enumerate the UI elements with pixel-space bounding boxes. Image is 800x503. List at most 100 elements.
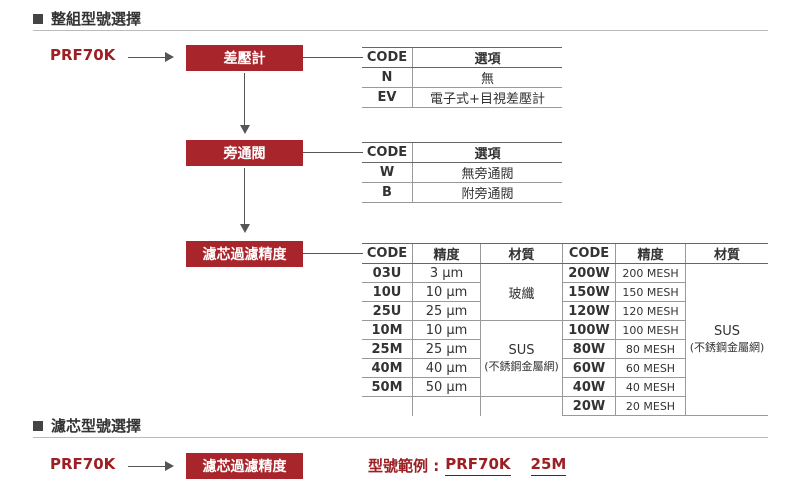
connector-line — [303, 152, 363, 153]
bullet-square-icon — [33, 13, 43, 24]
table-cell: W — [362, 162, 413, 183]
table-row: 20W 20 MESH — [362, 396, 768, 416]
table-header: 選項 — [412, 142, 562, 163]
material-glass-cell: 玻纖 — [480, 263, 563, 321]
material-sublabel: (不銹鋼金屬網) — [484, 360, 559, 373]
example-spacer — [517, 455, 525, 476]
table-cell: 25 μm — [412, 339, 481, 359]
arrow-down-icon — [240, 125, 250, 134]
section-title-text: 整組型號選擇 — [51, 10, 142, 28]
section-divider — [33, 437, 768, 438]
table-cell: 03U — [362, 263, 413, 283]
table-row: 25M 25 μm 80W 80 MESH — [362, 339, 768, 359]
model-label: PRF70K — [50, 46, 116, 64]
table-header: 材質 — [685, 243, 768, 264]
table-cell: 附旁通閥 — [412, 182, 562, 203]
table-header: 精度 — [615, 243, 686, 264]
table-cell: EV — [362, 87, 413, 108]
gauge-code-table: CODE 選項 N 無 EV 電子式+目視差壓計 — [362, 47, 562, 108]
section-divider — [33, 30, 768, 31]
example-code: 25M — [530, 455, 567, 476]
step-gauge-box: 差壓計 — [186, 45, 303, 71]
material-sus-left-cell: SUS (不銹鋼金屬網) — [480, 320, 563, 397]
material-sublabel: (不銹鋼金屬網) — [689, 341, 765, 354]
table-row: B 附旁通閥 — [362, 182, 562, 203]
table-header: CODE — [362, 47, 413, 68]
section-title-assembly: 整組型號選擇 — [33, 8, 141, 29]
table-cell: 3 μm — [412, 263, 481, 283]
table-cell: 25U — [362, 301, 413, 321]
arrow-line — [128, 57, 166, 58]
table-cell: 120 MESH — [615, 301, 686, 321]
table-row: N 無 — [362, 67, 562, 88]
table-row: W 無旁通閥 — [362, 162, 562, 183]
table-cell: 20 MESH — [615, 396, 686, 416]
table-header: 選項 — [412, 47, 562, 68]
arrow-line — [244, 168, 245, 226]
table-cell: 50 μm — [412, 377, 481, 397]
arrow-line — [128, 466, 166, 467]
table-cell: 10U — [362, 282, 413, 302]
table-row: 10M 10 μm SUS (不銹鋼金屬網) 100W 100 MESH — [362, 320, 768, 397]
bypass-code-table: CODE 選項 W 無旁通閥 B 附旁通閥 — [362, 142, 562, 203]
model-label: PRF70K — [50, 455, 116, 473]
example-model: PRF70K — [445, 455, 511, 476]
material-label: SUS — [713, 324, 741, 339]
table-cell: 25 μm — [412, 301, 481, 321]
arrow-right-icon — [165, 52, 174, 62]
table-row: 10U 10 μm 150W 150 MESH — [362, 282, 768, 302]
table-cell — [412, 396, 481, 416]
material-sus-right-cell: SUS (不銹鋼金屬網) — [685, 263, 768, 416]
table-cell: 10M — [362, 320, 413, 340]
table-header: 精度 — [412, 243, 481, 264]
connector-line — [303, 57, 363, 58]
table-cell: 10 μm — [412, 282, 481, 302]
table-cell: 150 MESH — [615, 282, 686, 302]
table-cell: 10 μm — [412, 320, 481, 340]
table-cell: 25M — [362, 339, 413, 359]
material-label: SUS — [508, 343, 535, 358]
table-row: 40M 40 μm 60W 60 MESH — [362, 358, 768, 378]
table-cell — [362, 397, 413, 416]
table-header: 材質 — [480, 243, 563, 264]
bullet-square-icon — [33, 420, 43, 431]
section-title-text: 濾芯型號選擇 — [51, 417, 142, 435]
table-cell: N — [362, 67, 413, 88]
table-cell: 150W — [562, 282, 616, 302]
arrow-line — [244, 73, 245, 127]
table-cell: B — [362, 182, 413, 203]
table-cell: 40 μm — [412, 358, 481, 378]
table-header: CODE — [362, 243, 413, 264]
table-cell: 50M — [362, 377, 413, 397]
step-filter-box: 濾芯過濾精度 — [186, 453, 303, 479]
table-header: CODE — [562, 243, 616, 264]
filter-grade-table: CODE 精度 材質 CODE 精度 材質 03U 3 μm 玻纖 200W 2… — [362, 243, 768, 416]
arrow-down-icon — [240, 224, 250, 233]
step-filter-box: 濾芯過濾精度 — [186, 241, 303, 267]
table-cell: 40W — [562, 377, 616, 397]
table-cell: 200 MESH — [615, 263, 686, 283]
table-cell: 60 MESH — [615, 358, 686, 378]
table-row: 03U 3 μm 玻纖 200W 200 MESH SUS (不銹鋼金屬網) — [362, 263, 768, 416]
table-header: CODE — [362, 142, 413, 163]
section-title-element: 濾芯型號選擇 — [33, 415, 141, 436]
table-cell: 120W — [562, 301, 616, 321]
arrow-right-icon — [165, 461, 174, 471]
table-cell: 200W — [562, 263, 616, 283]
table-cell: 100W — [562, 320, 616, 340]
table-cell: 40M — [362, 358, 413, 378]
table-row: 25U 25 μm 120W 120 MESH — [362, 301, 768, 321]
table-cell: 60W — [562, 358, 616, 378]
table-cell: 100 MESH — [615, 320, 686, 340]
table-cell: 20W — [562, 396, 616, 416]
table-cell: 無 — [412, 67, 562, 88]
connector-line — [303, 253, 363, 254]
step-bypass-box: 旁通閥 — [186, 140, 303, 166]
table-cell: 80W — [562, 339, 616, 359]
table-cell: 40 MESH — [615, 377, 686, 397]
example-label: 型號範例 : — [368, 457, 440, 475]
table-cell: 無旁通閥 — [412, 162, 562, 183]
model-example: 型號範例 : PRF70K 25M — [368, 455, 567, 476]
table-cell: 80 MESH — [615, 339, 686, 359]
table-row: 50M 50 μm 40W 40 MESH — [362, 377, 768, 397]
